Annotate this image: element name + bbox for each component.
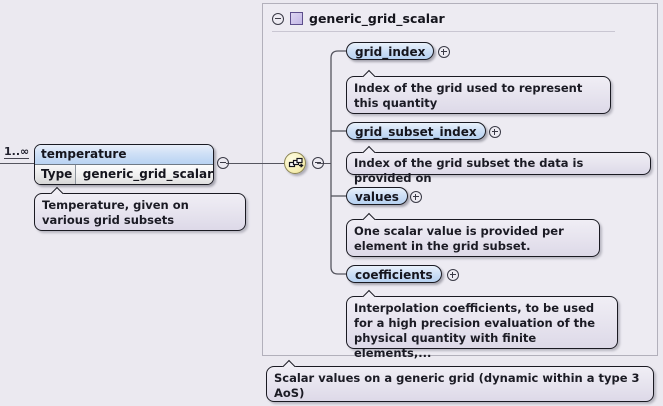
annotation-text: Scalar values on a generic grid (dynamic… (274, 371, 640, 400)
element-grid-subset-index[interactable]: grid_subset_index (346, 122, 486, 140)
element-label: values (355, 190, 399, 204)
annotation-values: One scalar value is provided per element… (346, 219, 600, 257)
annotation-grid-index: Index of the grid used to represent this… (346, 76, 611, 114)
annotation-pointer (361, 212, 377, 220)
sequence-glyph (288, 156, 304, 172)
annotation-pointer (49, 186, 65, 194)
annotation-pointer (361, 289, 377, 297)
minus-circle-icon-sequence[interactable] (312, 157, 324, 169)
element-values[interactable]: values (346, 187, 408, 205)
plus-circle-icon-coefficients[interactable] (447, 269, 459, 281)
element-grid-index[interactable]: grid_index (346, 42, 434, 60)
minus-circle-icon-temperature[interactable] (217, 157, 229, 169)
annotation-pointer (361, 145, 377, 153)
plus-circle-icon-values[interactable] (410, 191, 422, 203)
element-coefficients[interactable]: coefficients (346, 265, 442, 283)
annotation-temperature: Temperature, given on various grid subse… (34, 193, 246, 231)
sequence-icon[interactable] (284, 152, 306, 174)
annotation-group: Scalar values on a generic grid (dynamic… (266, 366, 654, 402)
element-type-row: Type generic_grid_scalar (35, 165, 213, 184)
element-label: grid_subset_index (355, 125, 477, 139)
annotation-text: One scalar value is provided per element… (354, 224, 564, 253)
annotation-pointer (361, 69, 377, 77)
element-box-temperature[interactable]: temperature Type generic_grid_scalar (34, 144, 214, 185)
annotation-text: Temperature, given on various grid subse… (42, 198, 189, 227)
cardinality-label: 1..∞ (4, 146, 29, 159)
element-type-value: generic_grid_scalar (76, 165, 213, 184)
element-label: coefficients (355, 268, 433, 282)
element-label: grid_index (355, 45, 425, 59)
plus-circle-icon-grid-subset-index[interactable] (489, 126, 501, 138)
annotation-coefficients: Interpolation coefficients, to be used f… (346, 296, 618, 349)
element-name-temperature: temperature (35, 145, 213, 165)
annotation-grid-subset-index: Index of the grid subset the data is pro… (346, 152, 651, 175)
annotation-text: Index of the grid used to represent this… (354, 81, 582, 110)
element-type-label: Type (35, 165, 76, 184)
plus-circle-icon-grid-index[interactable] (438, 46, 450, 58)
annotation-pointer (281, 359, 297, 367)
